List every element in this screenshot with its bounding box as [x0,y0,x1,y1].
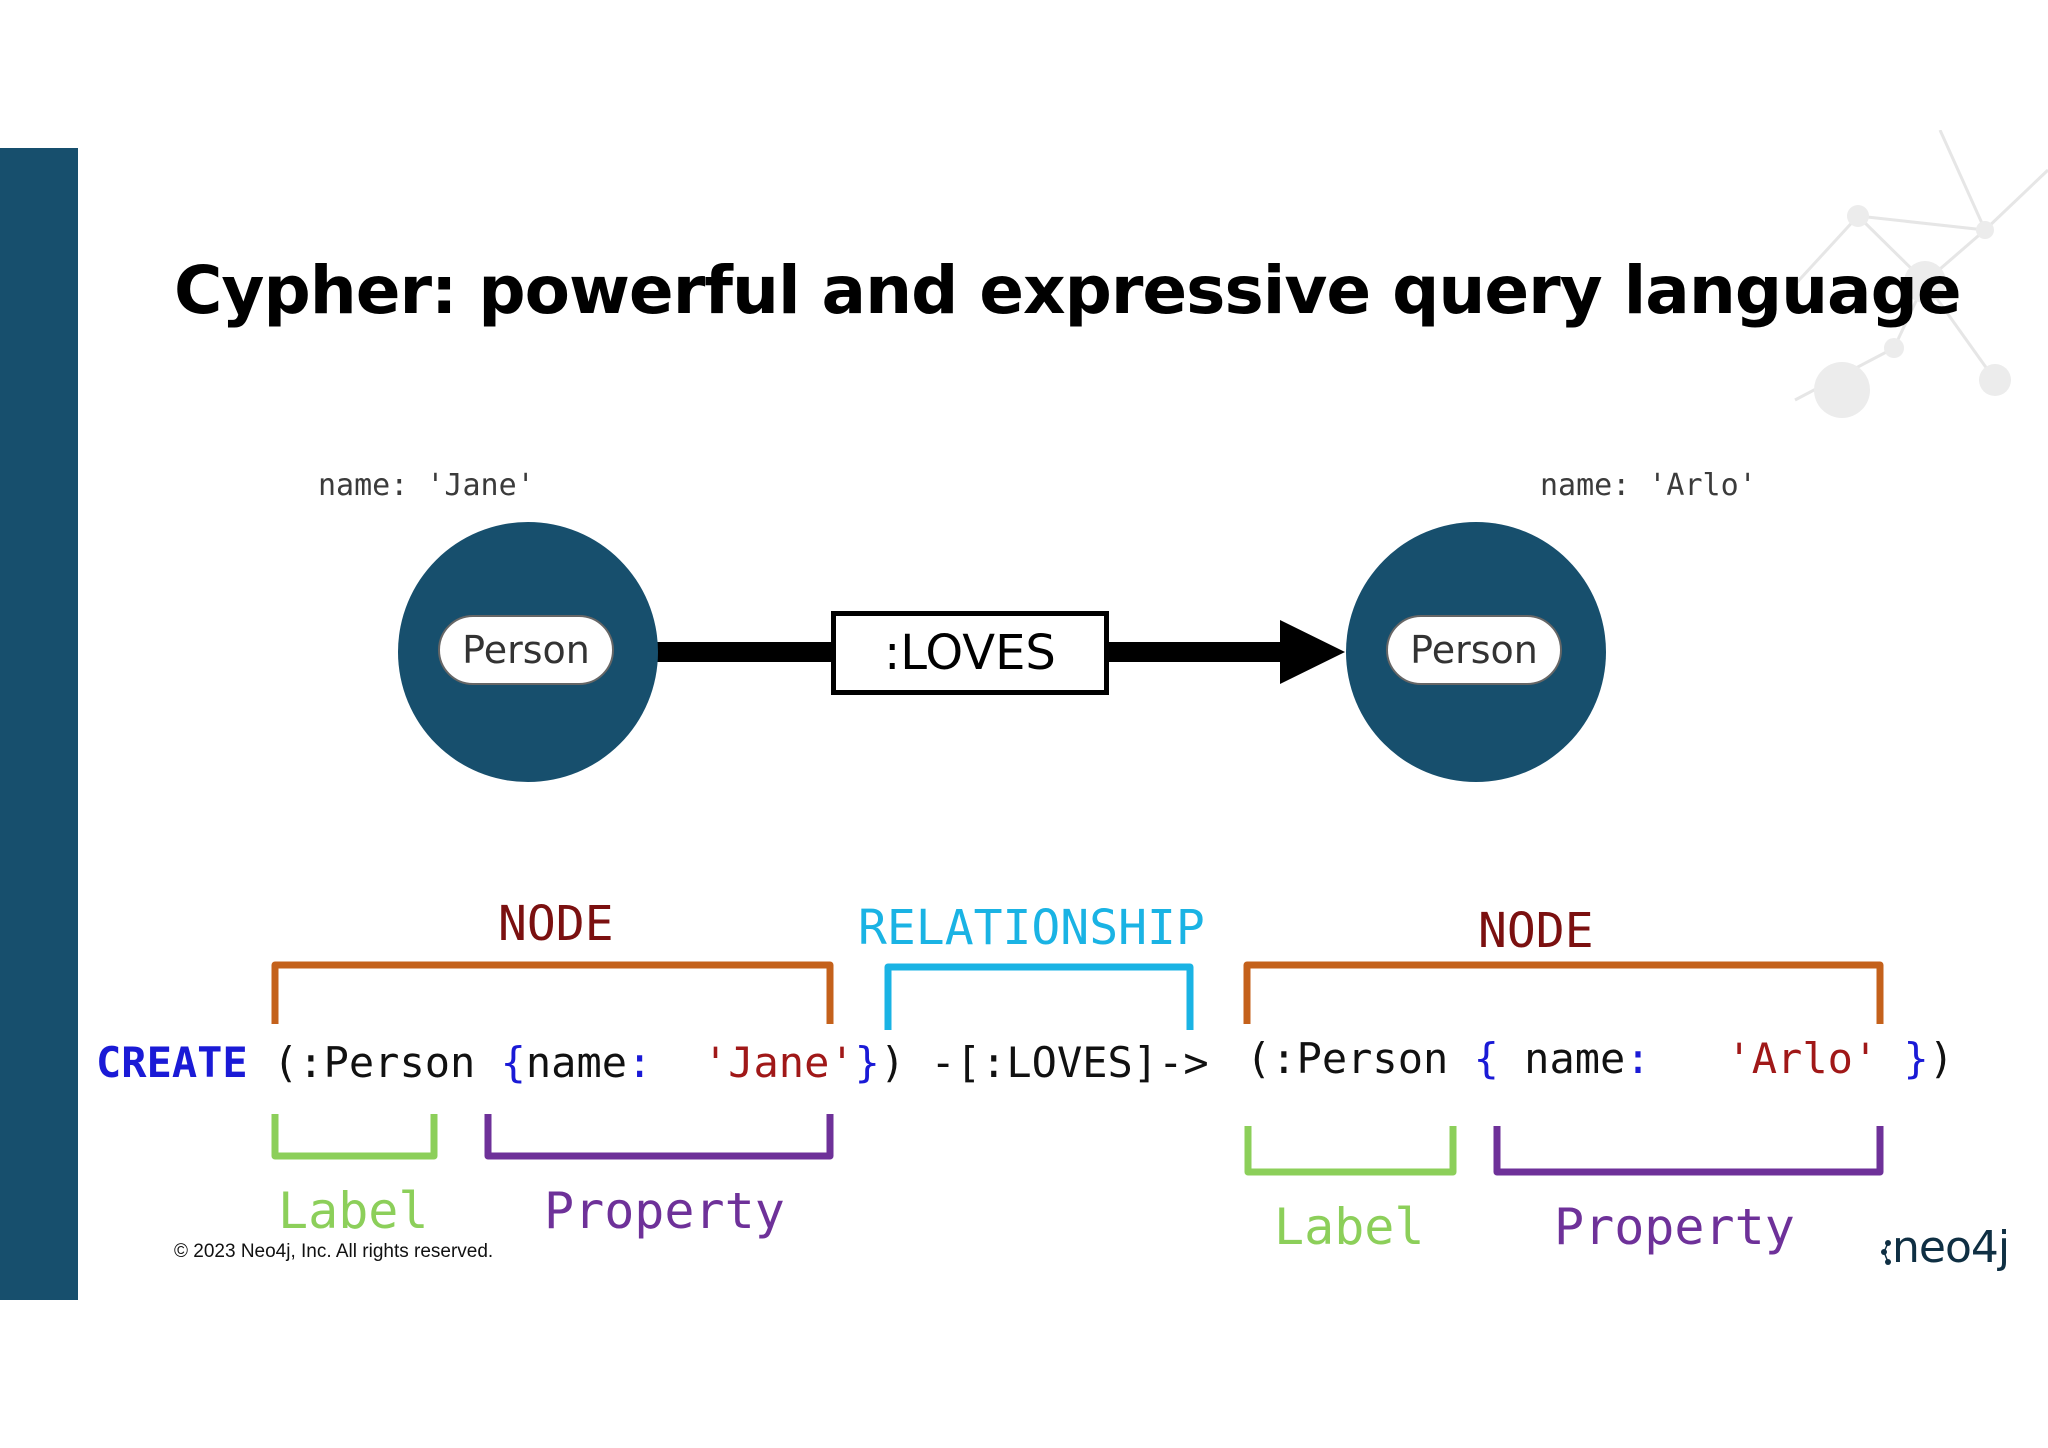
right-colon: : [1625,1034,1702,1083]
left-brace-open: { [500,1038,526,1087]
slide-title: Cypher: powerful and expressive query la… [174,252,1962,329]
side-accent-bar [0,148,78,1300]
property-bracket-left [484,1114,834,1160]
logo-text: neo4j [1892,1222,2010,1273]
right-property-value: 'Arlo' [1726,1034,1879,1083]
cypher-statement-right: (:Person { name: 'Arlo' }) [1246,1034,1954,1083]
property-bracket-right [1493,1126,1884,1176]
relationship-bracket [884,963,1194,1030]
logo-dots-icon [1881,1240,1891,1265]
background-network-graphic [1790,130,2048,418]
create-keyword: CREATE [96,1038,248,1087]
property-caption-right: Property [1554,1198,1795,1256]
right-node-property: name: 'Arlo' [1540,468,1757,503]
left-node-label-pill: Person [438,615,614,685]
left-node: Person [398,522,658,782]
label-bracket-left [271,1114,438,1160]
node-header-left: NODE [498,896,614,952]
property-caption-left: Property [544,1182,785,1240]
left-node-close: ) [879,1038,906,1087]
right-node: Person [1346,522,1606,782]
left-node-property: name: 'Jane' [318,468,535,503]
relationship-type-box: :LOVES [831,611,1109,695]
node-header-right: NODE [1478,903,1594,959]
neo4j-logo: neo4j [1881,1222,2010,1273]
left-node-open: (:Person [273,1038,501,1087]
left-brace-close: } [854,1038,880,1087]
right-brace-open: { [1473,1034,1499,1083]
right-brace-close: } [1903,1034,1929,1083]
label-caption-left: Label [278,1182,429,1240]
left-colon: : [627,1038,678,1087]
copyright-notice: © 2023 Neo4j, Inc. All rights reserved. [174,1241,494,1262]
relationship-pattern: -[:LOVES]-> [905,1038,1209,1087]
label-bracket-right [1244,1126,1457,1176]
left-property-value: 'Jane' [702,1038,855,1087]
label-caption-right: Label [1274,1198,1425,1256]
cypher-statement-left: CREATE (:Person {name: 'Jane'}) -[:LOVES… [96,1038,1209,1087]
node-bracket-right [1243,961,1884,1024]
left-property-key: name [525,1038,628,1087]
node-bracket-left [271,961,834,1024]
right-node-label-pill: Person [1386,615,1562,685]
relationship-header: RELATIONSHIP [858,900,1205,956]
right-property-key: name [1498,1034,1626,1083]
right-node-close: ) [1928,1034,1955,1083]
right-node-open: (:Person [1246,1034,1474,1083]
